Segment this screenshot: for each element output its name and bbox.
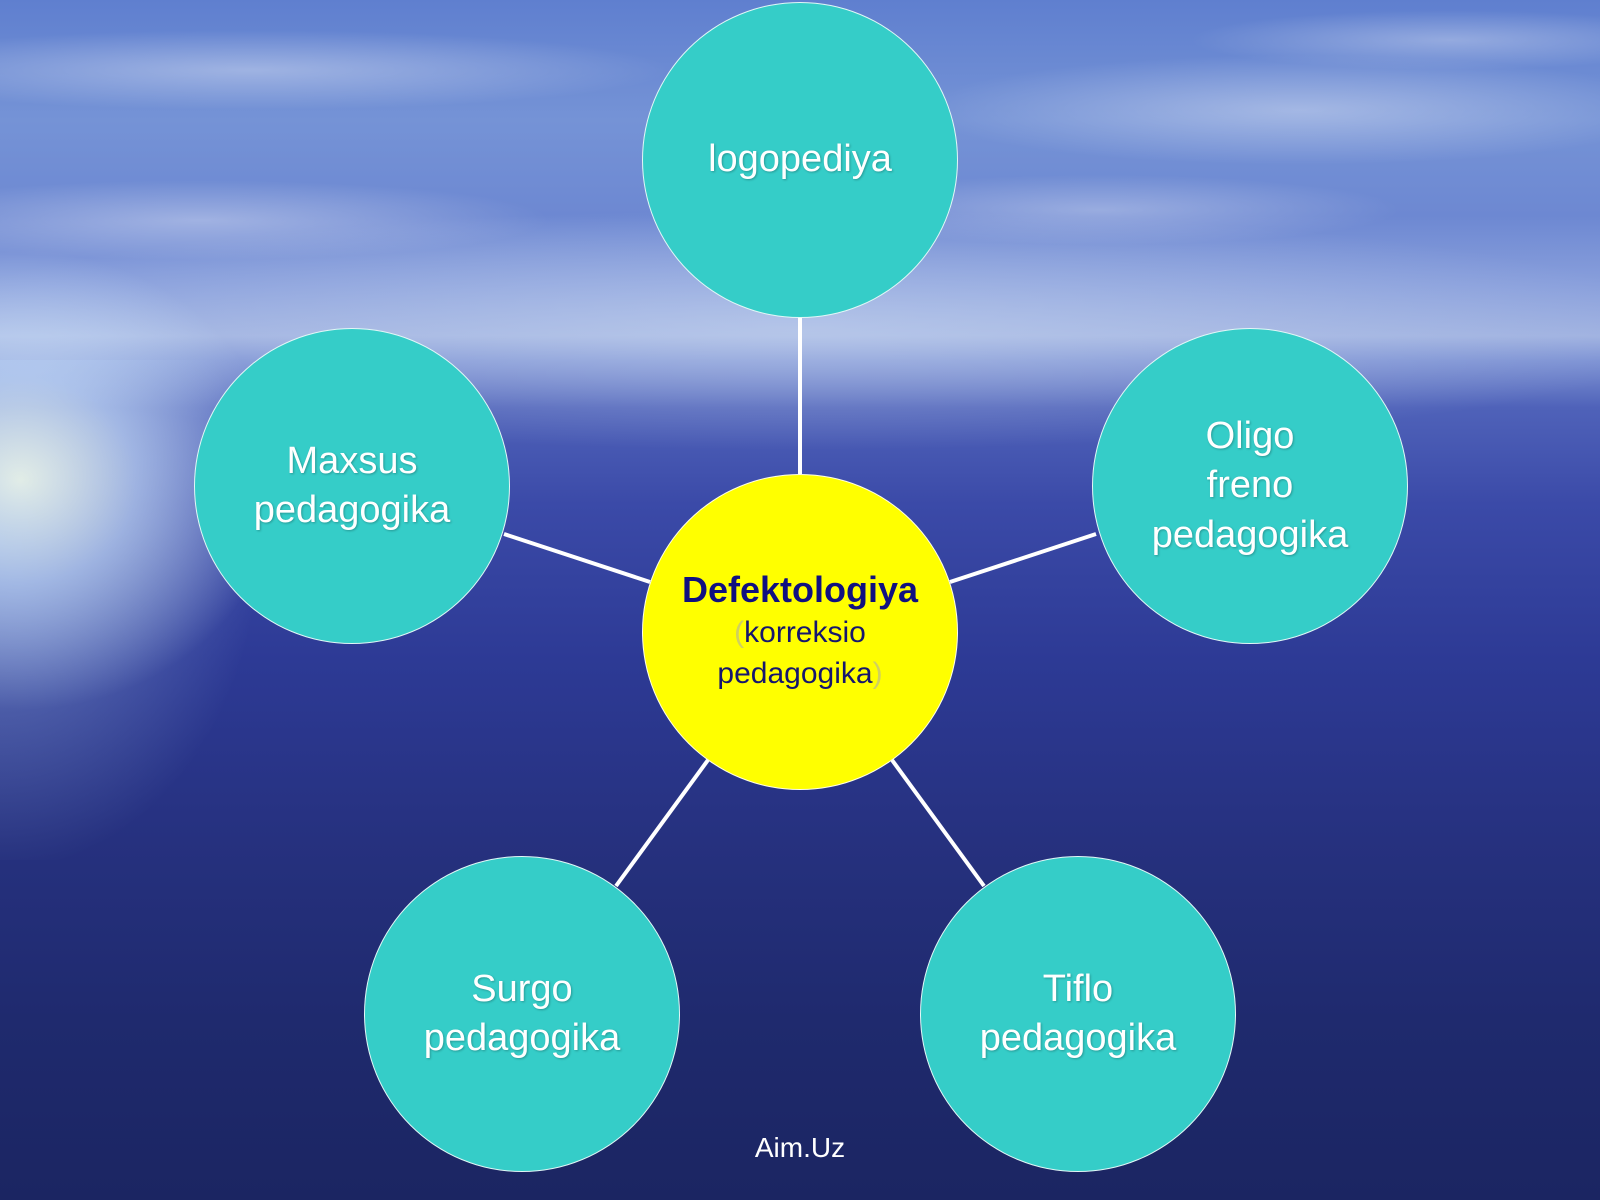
connector-oligofreno [949,532,1097,584]
node-maxsus: Maxsus pedagogika [194,328,510,644]
node-label: logopediya [708,135,892,184]
node-label-line: pedagogika [1151,513,1349,556]
node-label-line: logopediya [708,138,892,181]
footer-watermark: Aim.Uz [754,1132,846,1163]
node-surgo: Surgo pedagogika [364,856,680,1172]
node-oligofreno: Oligo freno pedagogika [1092,328,1408,644]
node-label-line: Surgo [471,967,573,1010]
center-node-defektologiya: Defektologiya (korreksio pedagogika) [642,474,958,790]
node-tiflo: Tiflo pedagogika [920,856,1236,1172]
center-title: Defektologiya [681,568,919,610]
node-label-line: freno [1206,464,1294,507]
center-paren-open: ( [734,616,745,650]
node-label: Tiflo pedagogika [980,965,1177,1064]
node-label: Surgo pedagogika [424,965,621,1064]
node-label: Maxsus pedagogika [254,437,451,536]
center-paren-close: ) [872,656,883,690]
center-subtitle-line1: korreksio [744,616,866,650]
connector-maxsus [503,532,651,584]
node-label-line: pedagogika [979,1017,1177,1059]
node-label-line: Oligo [1205,414,1295,457]
node-label-line: Tiflo [1042,967,1114,1010]
connector-tiflo [890,758,986,888]
node-label-line: Maxsus [286,439,418,482]
node-logopediya: logopediya [642,2,958,318]
connector-surgo [614,758,710,888]
node-label-line: pedagogika [423,1017,621,1059]
node-label: Oligo freno pedagogika [1152,412,1349,560]
node-label-line: pedagogika [253,489,451,531]
center-subtitle-line2: pedagogika [717,656,873,690]
center-subtitle: (korreksio pedagogika) [717,613,882,694]
